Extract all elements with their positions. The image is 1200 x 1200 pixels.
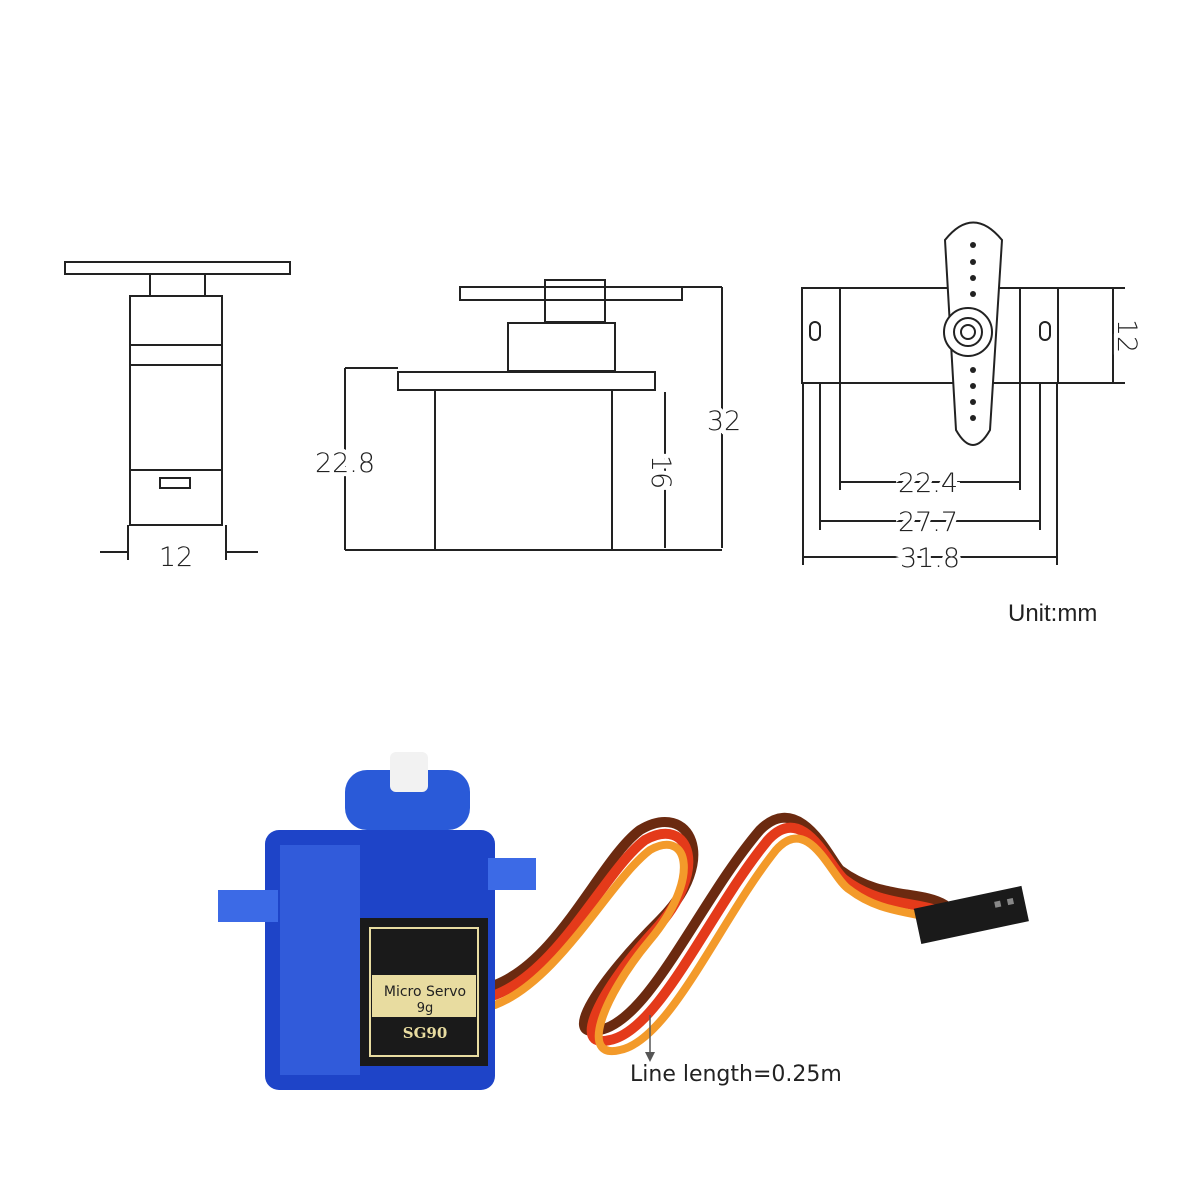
dim-flange-length: 31.8 <box>900 543 960 574</box>
dim-body-height: 16 <box>645 455 676 489</box>
dim-total-height: 32 <box>707 406 741 437</box>
side-view-drawing <box>64 261 291 560</box>
dim-body-length: 22.4 <box>898 468 958 499</box>
wire-connector <box>913 885 1029 944</box>
wire-length-label: Line length=0.25m <box>630 1062 842 1087</box>
wire-length-pointer <box>645 1015 655 1062</box>
servo-label-line1: Micro Servo <box>384 984 466 1000</box>
unit-label: Unit:mm <box>1008 600 1098 627</box>
servo-wires <box>490 812 954 1056</box>
servo-model: SG90 <box>403 1024 448 1042</box>
servo-label-line2: 9g <box>417 1001 434 1016</box>
dim-flange-height: 22.8 <box>315 448 375 479</box>
top-view-holes <box>970 242 976 421</box>
dim-side-width: 12 <box>159 542 193 573</box>
front-view-drawing <box>344 279 723 551</box>
dim-hole-spacing: 27.7 <box>898 507 958 538</box>
top-view-drawing <box>801 221 1125 565</box>
servo-photo: Micro Servo 9g SG90 <box>218 752 1029 1090</box>
dim-top-depth: 12 <box>1111 319 1142 353</box>
